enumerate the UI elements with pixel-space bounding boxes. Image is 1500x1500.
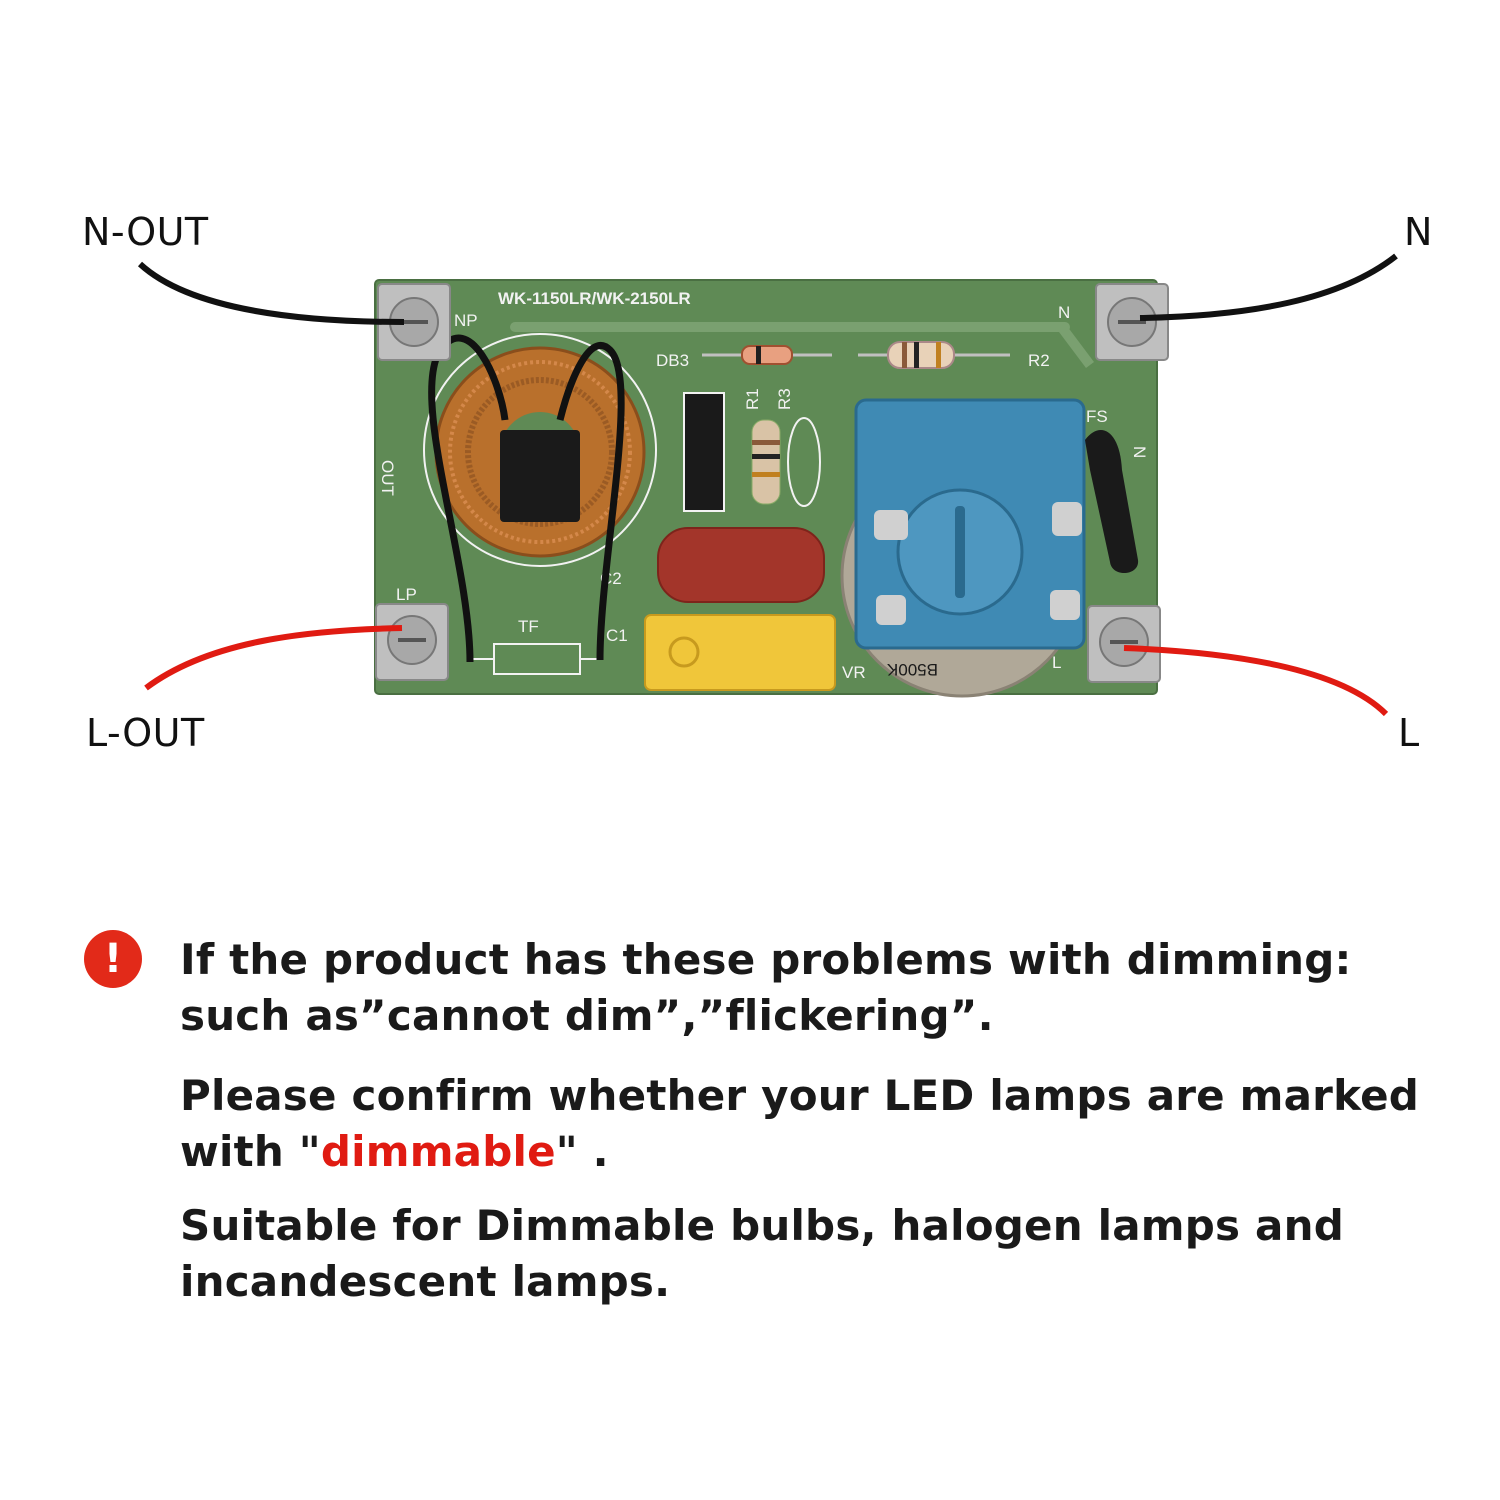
label-l-out: L-OUT bbox=[86, 711, 205, 755]
silk-n-top: N bbox=[1058, 303, 1070, 322]
r1-resistor bbox=[751, 419, 781, 505]
silk-db3: DB3 bbox=[656, 351, 689, 370]
silk-n-side: N bbox=[1130, 446, 1149, 458]
black-component bbox=[683, 392, 725, 512]
pcb-trace-band bbox=[510, 322, 1070, 332]
wire-l-out bbox=[144, 625, 403, 691]
confirm-text-pre: Please confirm whether your LED lamps ar… bbox=[180, 1071, 1420, 1176]
exclamation-icon: ! bbox=[84, 930, 142, 988]
coil-wire-left bbox=[428, 334, 509, 663]
dimmable-highlight: dimmable bbox=[320, 1127, 556, 1176]
pot-value: B500K bbox=[886, 660, 938, 679]
wire-n-out bbox=[137, 261, 405, 325]
notice-problem-text: If the product has these problems with d… bbox=[180, 935, 1352, 1040]
silk-c1: C1 bbox=[606, 626, 628, 645]
silk-out: OUT bbox=[378, 460, 397, 496]
triac-chip bbox=[500, 430, 580, 522]
notice-suitable-text: Suitable for Dimmable bulbs, halogen lam… bbox=[180, 1201, 1344, 1306]
silk-tf: TF bbox=[518, 617, 539, 636]
silk-lp: LP bbox=[396, 585, 417, 604]
silk-fs: FS bbox=[1086, 407, 1108, 426]
toroid-outline bbox=[423, 333, 657, 567]
wire-n bbox=[1139, 253, 1398, 321]
r2-resistor bbox=[887, 341, 955, 369]
pcb-trace-diagonal bbox=[1056, 322, 1094, 368]
label-l: L bbox=[1398, 711, 1420, 755]
silk-np: NP bbox=[454, 311, 478, 330]
capacitor-red bbox=[657, 527, 825, 603]
dimmer-board-diagram: WK-1150LR/WK-2150LR NP DB3 R2 N R1 R3 OU… bbox=[137, 253, 1398, 717]
silk-r1: R1 bbox=[743, 388, 762, 410]
silk-vr: VR bbox=[842, 663, 866, 682]
label-n-out: N-OUT bbox=[82, 210, 209, 254]
wire-l bbox=[1123, 645, 1389, 717]
silk-r3: R3 bbox=[775, 388, 794, 410]
terminal-np bbox=[377, 283, 451, 361]
confirm-text-post: " . bbox=[555, 1127, 609, 1176]
terminal-l bbox=[1087, 605, 1161, 683]
silk-l: L bbox=[1052, 653, 1061, 672]
r3-outline bbox=[787, 417, 821, 507]
notice-confirm-text: Please confirm whether your LED lamps ar… bbox=[180, 1068, 1460, 1180]
coil-wire-right bbox=[556, 342, 625, 661]
model-silkscreen: WK-1150LR/WK-2150LR bbox=[498, 289, 691, 308]
db3-diode bbox=[741, 345, 793, 365]
label-n: N bbox=[1404, 210, 1433, 254]
fuse-sleeve bbox=[1085, 430, 1139, 574]
silk-r2: R2 bbox=[1028, 351, 1050, 370]
terminal-lp bbox=[375, 603, 449, 681]
terminal-n bbox=[1095, 283, 1169, 361]
capacitor-yellow bbox=[644, 614, 836, 691]
